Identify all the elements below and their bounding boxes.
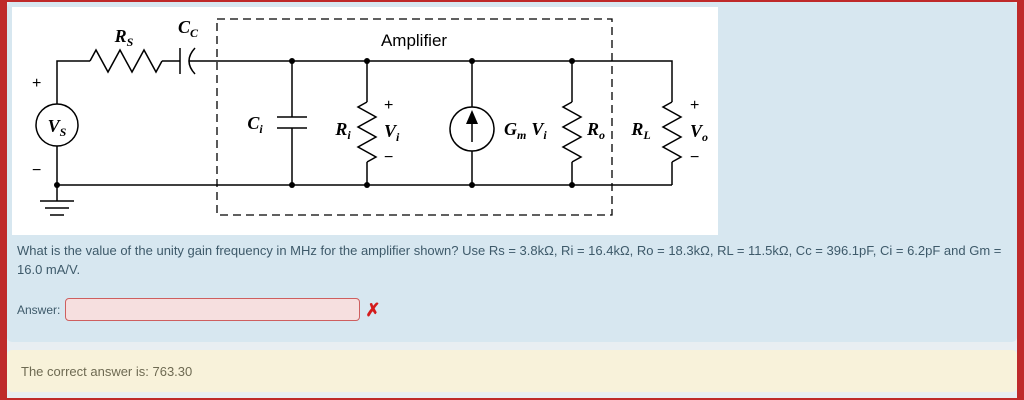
question-text: What is the value of the unity gain freq… (17, 243, 1002, 277)
label-vs: VS (48, 116, 67, 139)
answer-label: Answer: (17, 302, 61, 317)
current-arrow-icon (466, 110, 478, 124)
resistor-ro: Ro (561, 101, 605, 163)
resistor-ri: Ri + Vi − (334, 97, 400, 166)
plus-sign-vs: + (32, 75, 41, 92)
circuit-box: Amplifier VS + − RS CC (12, 7, 718, 235)
label-ri: Ri (334, 119, 351, 142)
plus-sign-vi: + (384, 97, 393, 114)
feedback-panel: The correct answer is: 763.30 (7, 350, 1017, 392)
label-ci: Ci (247, 113, 263, 136)
voltage-source-vs: VS + − (32, 75, 79, 179)
feedback-text: The correct answer is: 763.30 (21, 363, 193, 379)
label-vo: Vo (690, 121, 708, 144)
amplifier-title: Amplifier (381, 31, 447, 50)
capacitor-ci: Ci (247, 113, 307, 136)
ground-icon (40, 200, 74, 216)
junction-dots (54, 58, 575, 188)
resistor-rl: RL + Vo − (630, 97, 708, 166)
plus-sign-vo: + (690, 97, 699, 114)
amplifier-boundary (216, 18, 613, 216)
resistor-rs: RS (89, 26, 163, 74)
page: Amplifier VS + − RS CC (7, 2, 1017, 398)
label-rl: RL (630, 119, 650, 142)
minus-sign-vi: − (384, 149, 393, 166)
capacitor-cc: CC (178, 17, 199, 75)
minus-sign-vo: − (690, 149, 699, 166)
answer-input[interactable] (65, 298, 361, 321)
circuit-diagram: Amplifier VS + − RS CC (32, 17, 708, 216)
answer-row: Answer: ✗ (17, 298, 380, 321)
label-vi: Vi (384, 121, 400, 144)
main-panel: Amplifier VS + − RS CC (7, 2, 1017, 342)
label-rs: RS (114, 26, 134, 49)
minus-sign-vs: − (32, 162, 41, 179)
incorrect-icon: ✗ (365, 299, 381, 320)
label-ro: Ro (586, 119, 605, 142)
label-cc: CC (178, 17, 199, 40)
